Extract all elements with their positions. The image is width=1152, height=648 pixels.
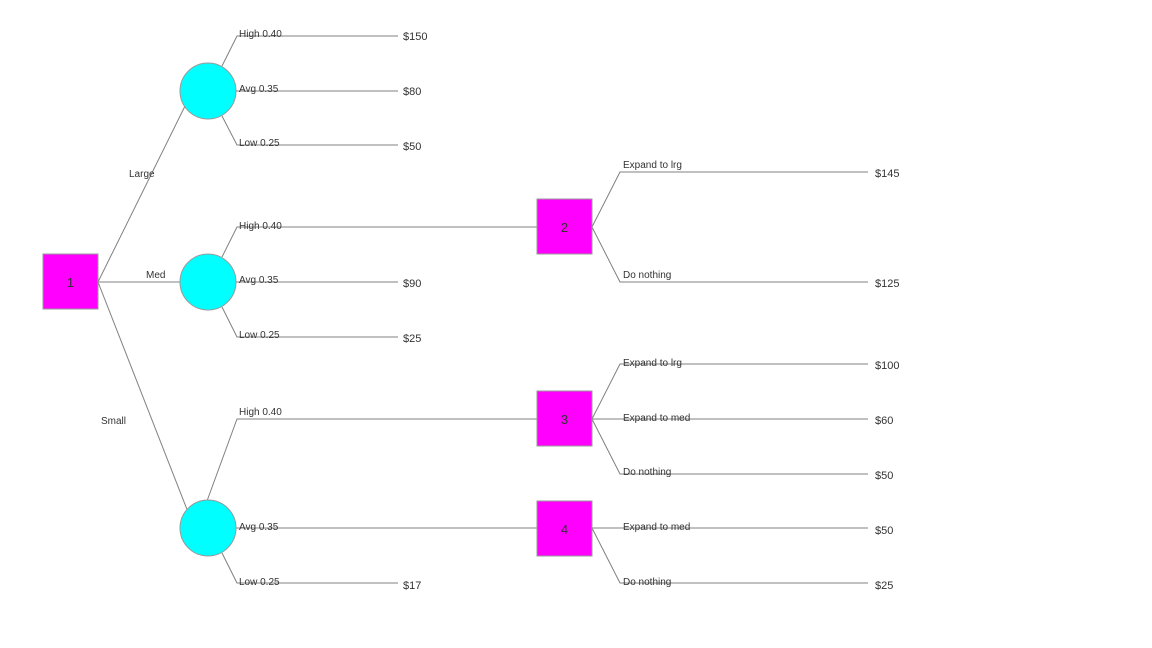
branch-label-large: Large xyxy=(129,169,155,180)
edge-med-high xyxy=(221,226,538,258)
branch-label-d3-expand-lrg: Expand to lrg xyxy=(623,358,682,369)
payoff-large-avg: $80 xyxy=(403,86,421,98)
edge-d3-expand-lrg xyxy=(591,363,868,420)
decision-nodes: 1 2 3 4 xyxy=(42,198,593,557)
branch-label-med: Med xyxy=(146,270,165,281)
payoff-d2-expand-lrg: $145 xyxy=(875,168,899,180)
branch-label-d4-do-nothing: Do nothing xyxy=(623,577,671,588)
branch-label-med-high: High 0.40 xyxy=(239,221,282,232)
decision-node-2-label: 2 xyxy=(561,220,568,235)
payoff-d2-do-nothing: $125 xyxy=(875,278,899,290)
branch-label-d3-expand-med: Expand to med xyxy=(623,413,690,424)
chance-node-small xyxy=(179,499,237,557)
chance-node-med xyxy=(179,253,237,311)
payoff-med-low: $25 xyxy=(403,333,421,345)
payoff-med-avg: $90 xyxy=(403,278,421,290)
branch-label-d3-do-nothing: Do nothing xyxy=(623,467,671,478)
decision-node-1-label: 1 xyxy=(67,275,74,290)
branch-label-d2-do-nothing: Do nothing xyxy=(623,270,671,281)
chance-node-large xyxy=(179,62,237,120)
edge-med-low xyxy=(221,306,398,338)
payoff-d4-expand-med: $50 xyxy=(875,525,893,537)
edge-d4-do-nothing xyxy=(591,527,868,584)
branch-label-large-low: Low 0.25 xyxy=(239,138,280,149)
branch-label-large-high: High 0.40 xyxy=(239,29,282,40)
decision-node-4 xyxy=(536,500,593,557)
branch-label-med-low: Low 0.25 xyxy=(239,330,280,341)
branch-label-med-avg: Avg 0.35 xyxy=(239,275,279,286)
edge-small-high xyxy=(206,418,538,502)
branch-labels: Large Med Small High 0.40 Avg 0.35 Low 0… xyxy=(101,29,690,588)
payoff-d3-do-nothing: $50 xyxy=(875,470,893,482)
edge-large-high xyxy=(221,35,398,67)
decision-node-1 xyxy=(42,253,99,310)
chance-nodes xyxy=(179,62,237,557)
decision-node-3 xyxy=(536,390,593,447)
decision-node-4-label: 4 xyxy=(561,522,568,537)
payoff-d3-expand-med: $60 xyxy=(875,415,893,427)
branch-label-small-avg: Avg 0.35 xyxy=(239,522,279,533)
decision-node-3-label: 3 xyxy=(561,412,568,427)
edge-small-low xyxy=(221,552,398,584)
branch-label-small: Small xyxy=(101,416,126,427)
edge-large xyxy=(97,99,189,283)
payoff-large-high: $150 xyxy=(403,31,427,43)
edge-small xyxy=(97,281,189,513)
edges xyxy=(97,35,868,584)
branch-label-small-low: Low 0.25 xyxy=(239,577,280,588)
branch-label-d2-expand-lrg: Expand to lrg xyxy=(623,160,682,171)
payoff-large-low: $50 xyxy=(403,141,421,153)
edge-d2-do-nothing xyxy=(591,226,868,283)
payoff-small-low: $17 xyxy=(403,580,421,592)
branch-label-large-avg: Avg 0.35 xyxy=(239,84,279,95)
decision-node-2 xyxy=(536,198,593,255)
branch-label-small-high: High 0.40 xyxy=(239,407,282,418)
branch-label-d4-expand-med: Expand to med xyxy=(623,522,690,533)
payoff-d4-do-nothing: $25 xyxy=(875,580,893,592)
payoffs: $150 $80 $50 $90 $25 $17 $145 $125 $100 … xyxy=(403,31,899,592)
payoff-d3-expand-lrg: $100 xyxy=(875,360,899,372)
edge-large-low xyxy=(221,115,398,146)
edge-d2-expand-lrg xyxy=(591,171,868,228)
edge-d3-do-nothing xyxy=(591,418,868,475)
